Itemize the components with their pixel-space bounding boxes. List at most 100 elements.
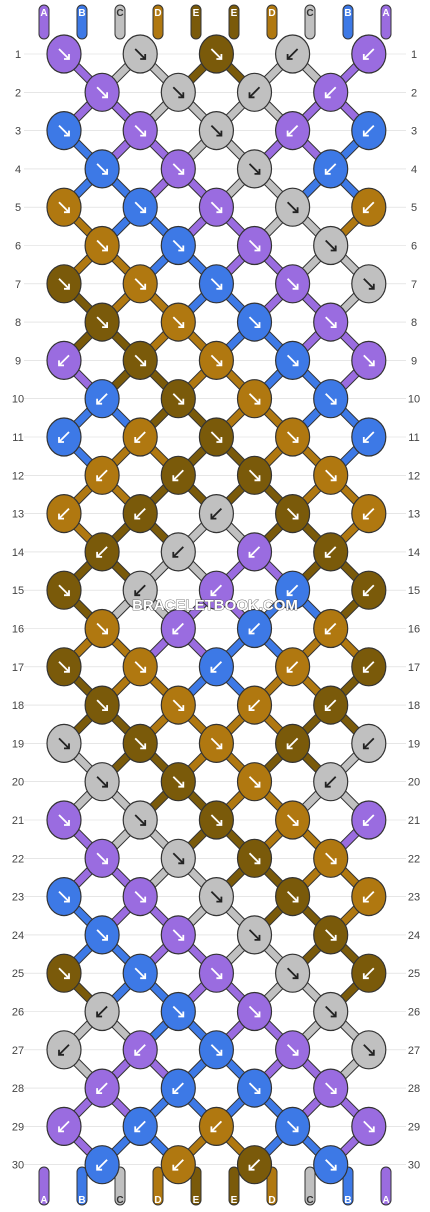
knot-arrow-head-icon: [362, 820, 369, 826]
knot-arrow-head-icon: [216, 360, 223, 367]
knot-arrow-head-icon: [102, 322, 108, 329]
knot: [160, 225, 196, 266]
knot-arrow-head-icon: [216, 54, 223, 60]
knot: [46, 723, 82, 764]
knot: [122, 800, 158, 840]
knot: [46, 1106, 82, 1147]
row-number-left: 16: [12, 624, 24, 636]
row-number-right: 24: [408, 930, 420, 942]
knot-arrow-head-icon: [216, 130, 223, 137]
knot-arrow-icon: [58, 507, 70, 520]
knot-arrow-head-icon: [330, 934, 337, 941]
knot: [236, 302, 273, 342]
knot-arrow-icon: [172, 86, 184, 98]
knot-arrow-head-icon: [362, 973, 369, 980]
row-number-right: 12: [408, 470, 420, 482]
knot: [46, 111, 82, 151]
bottom-strand-letter: A: [40, 1195, 47, 1206]
knot: [84, 608, 120, 649]
row-number-right: 13: [408, 509, 420, 521]
knot-arrow-icon: [363, 1120, 375, 1133]
knot: [46, 34, 82, 74]
knot-arrow-icon: [286, 890, 299, 903]
knot-arrow-icon: [172, 776, 184, 788]
row-number-right: 18: [408, 700, 420, 712]
knot-arrow-icon: [96, 1082, 108, 1094]
row-number-left: 20: [12, 777, 24, 789]
row-number-right: 17: [408, 662, 420, 674]
top-strand-letter: B: [344, 8, 351, 19]
knot-arrow-icon: [172, 852, 184, 864]
knot-arrow-icon: [325, 929, 337, 941]
knot-arrow-head-icon: [134, 1049, 141, 1056]
knot-arrow-icon: [210, 584, 223, 596]
knot-arrow-head-icon: [172, 551, 179, 558]
row-number-right: 26: [408, 1007, 420, 1019]
knot-arrow-icon: [210, 201, 223, 213]
knot-arrow-icon: [96, 929, 108, 941]
knot-arrow-head-icon: [58, 1126, 64, 1133]
knot-arrow-head-icon: [254, 781, 261, 788]
knot-arrow-head-icon: [64, 207, 70, 214]
knot-arrow-icon: [248, 393, 261, 405]
knot-arrow-head-icon: [362, 437, 369, 443]
top-strand-letter: D: [268, 8, 275, 19]
knot-arrow-icon: [58, 431, 70, 443]
knot: [313, 685, 349, 725]
knot: [160, 532, 196, 572]
knot-arrow-head-icon: [140, 820, 147, 826]
knot-arrow-icon: [248, 469, 261, 481]
knot: [198, 34, 234, 74]
knot-arrow-head-icon: [96, 398, 103, 405]
knot-arrow-head-icon: [248, 551, 255, 558]
knot-arrow-icon: [248, 622, 261, 635]
knot-arrow-icon: [363, 48, 375, 60]
knot: [160, 302, 196, 342]
watermark-text: BRACELETBOOK.COM: [132, 597, 298, 614]
knot: [84, 455, 120, 495]
row-number-right: 23: [408, 892, 420, 904]
knot: [84, 1068, 120, 1108]
knot: [351, 570, 387, 610]
knot-arrow-head-icon: [58, 1049, 64, 1056]
knot-arrow-head-icon: [178, 245, 185, 252]
knot: [198, 417, 234, 457]
knot-arrow-head-icon: [368, 1126, 375, 1133]
bottom-strand-letter: A: [382, 1195, 389, 1206]
knot-arrow-icon: [325, 393, 337, 405]
knot-arrow-icon: [58, 124, 70, 137]
knot-grid: [46, 34, 387, 1185]
knot-arrow-head-icon: [292, 283, 299, 290]
knot-arrow-head-icon: [178, 934, 185, 941]
knot-arrow-head-icon: [330, 475, 337, 482]
knot-arrow-head-icon: [292, 437, 299, 443]
knot: [313, 1068, 349, 1108]
knot-arrow-icon: [134, 1044, 146, 1056]
knot-arrow-icon: [286, 507, 299, 520]
knot: [198, 264, 234, 304]
knot: [46, 800, 82, 840]
knot-arrow-head-icon: [102, 168, 108, 175]
row-number-left: 11: [12, 432, 23, 444]
knot: [351, 187, 387, 227]
knot-arrow-head-icon: [64, 820, 70, 826]
knot-arrow-icon: [248, 1159, 261, 1171]
knot-arrow-icon: [286, 354, 299, 367]
knot: [122, 876, 158, 917]
knot-arrow-icon: [363, 584, 375, 596]
knot-arrow-icon: [172, 239, 184, 252]
knot-arrow-icon: [363, 431, 375, 443]
knot: [122, 187, 158, 227]
knot-arrow-icon: [134, 584, 146, 596]
row-number-right: 30: [408, 1160, 420, 1172]
top-strand-letter: C: [306, 8, 313, 19]
knot: [160, 1145, 196, 1185]
knot: [313, 1145, 349, 1185]
bottom-strand-letter: D: [268, 1195, 275, 1206]
knot: [275, 34, 311, 74]
row-number-right: 21: [408, 815, 420, 827]
knot: [122, 493, 158, 534]
knot-arrow-head-icon: [64, 590, 70, 597]
knot-arrow-icon: [58, 201, 70, 213]
knot-arrow-icon: [134, 1120, 146, 1133]
